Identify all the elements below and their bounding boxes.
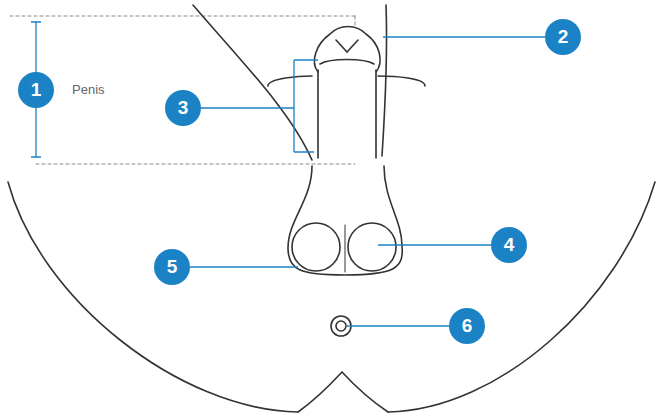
callout-number: 4 (491, 227, 527, 263)
callout-number: 2 (545, 19, 581, 55)
callout-number: 1 (18, 72, 54, 108)
callout-number: 6 (449, 308, 485, 344)
callout-number: 5 (154, 249, 190, 285)
callout-number: 3 (165, 90, 201, 126)
part-name: Penis (72, 82, 105, 97)
